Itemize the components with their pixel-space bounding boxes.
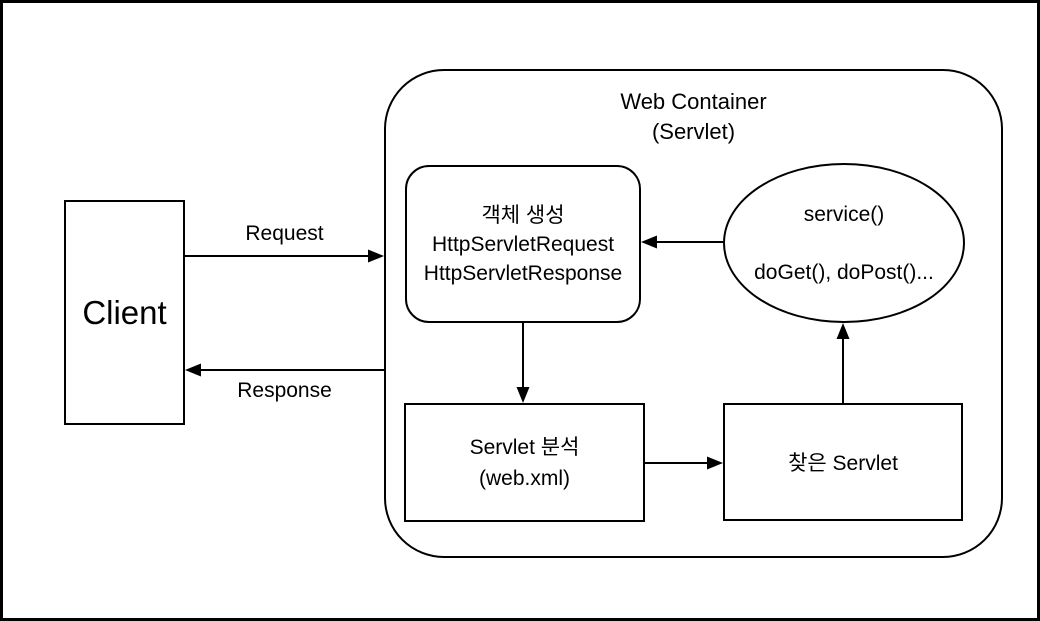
service-line1: service()	[803, 202, 885, 226]
found-servlet-label: 찾은 Servlet	[788, 452, 898, 475]
servlet-analysis-line2: (web.xml)	[478, 466, 570, 490]
object-creation-line2: HttpServletRequest	[431, 232, 615, 256]
web-container-title-line1: Web Container	[620, 89, 767, 114]
service-ellipse-node: service() doGet(), doPost()...	[723, 163, 965, 323]
object-creation-line3: HttpServletResponse	[423, 261, 623, 285]
object-creation-line1: 객체 생성	[481, 203, 565, 227]
request-arrow	[185, 249, 384, 263]
web-container-title-line2: (Servlet)	[651, 119, 736, 144]
client-label: Client	[82, 293, 167, 331]
servlet-analysis-node: Servlet 분석 (web.xml)	[404, 403, 645, 522]
request-edge-label: Request	[245, 222, 324, 245]
response-arrow	[185, 363, 384, 377]
found-servlet-node: 찾은 Servlet	[723, 403, 963, 521]
client-node: Client	[64, 200, 185, 425]
response-edge-label: Response	[237, 379, 332, 402]
service-line2: doGet(), doPost()...	[754, 260, 934, 284]
servlet-analysis-line1: Servlet 분석	[469, 435, 580, 459]
object-creation-node: 객체 생성 HttpServletRequest HttpServletResp…	[405, 165, 641, 323]
